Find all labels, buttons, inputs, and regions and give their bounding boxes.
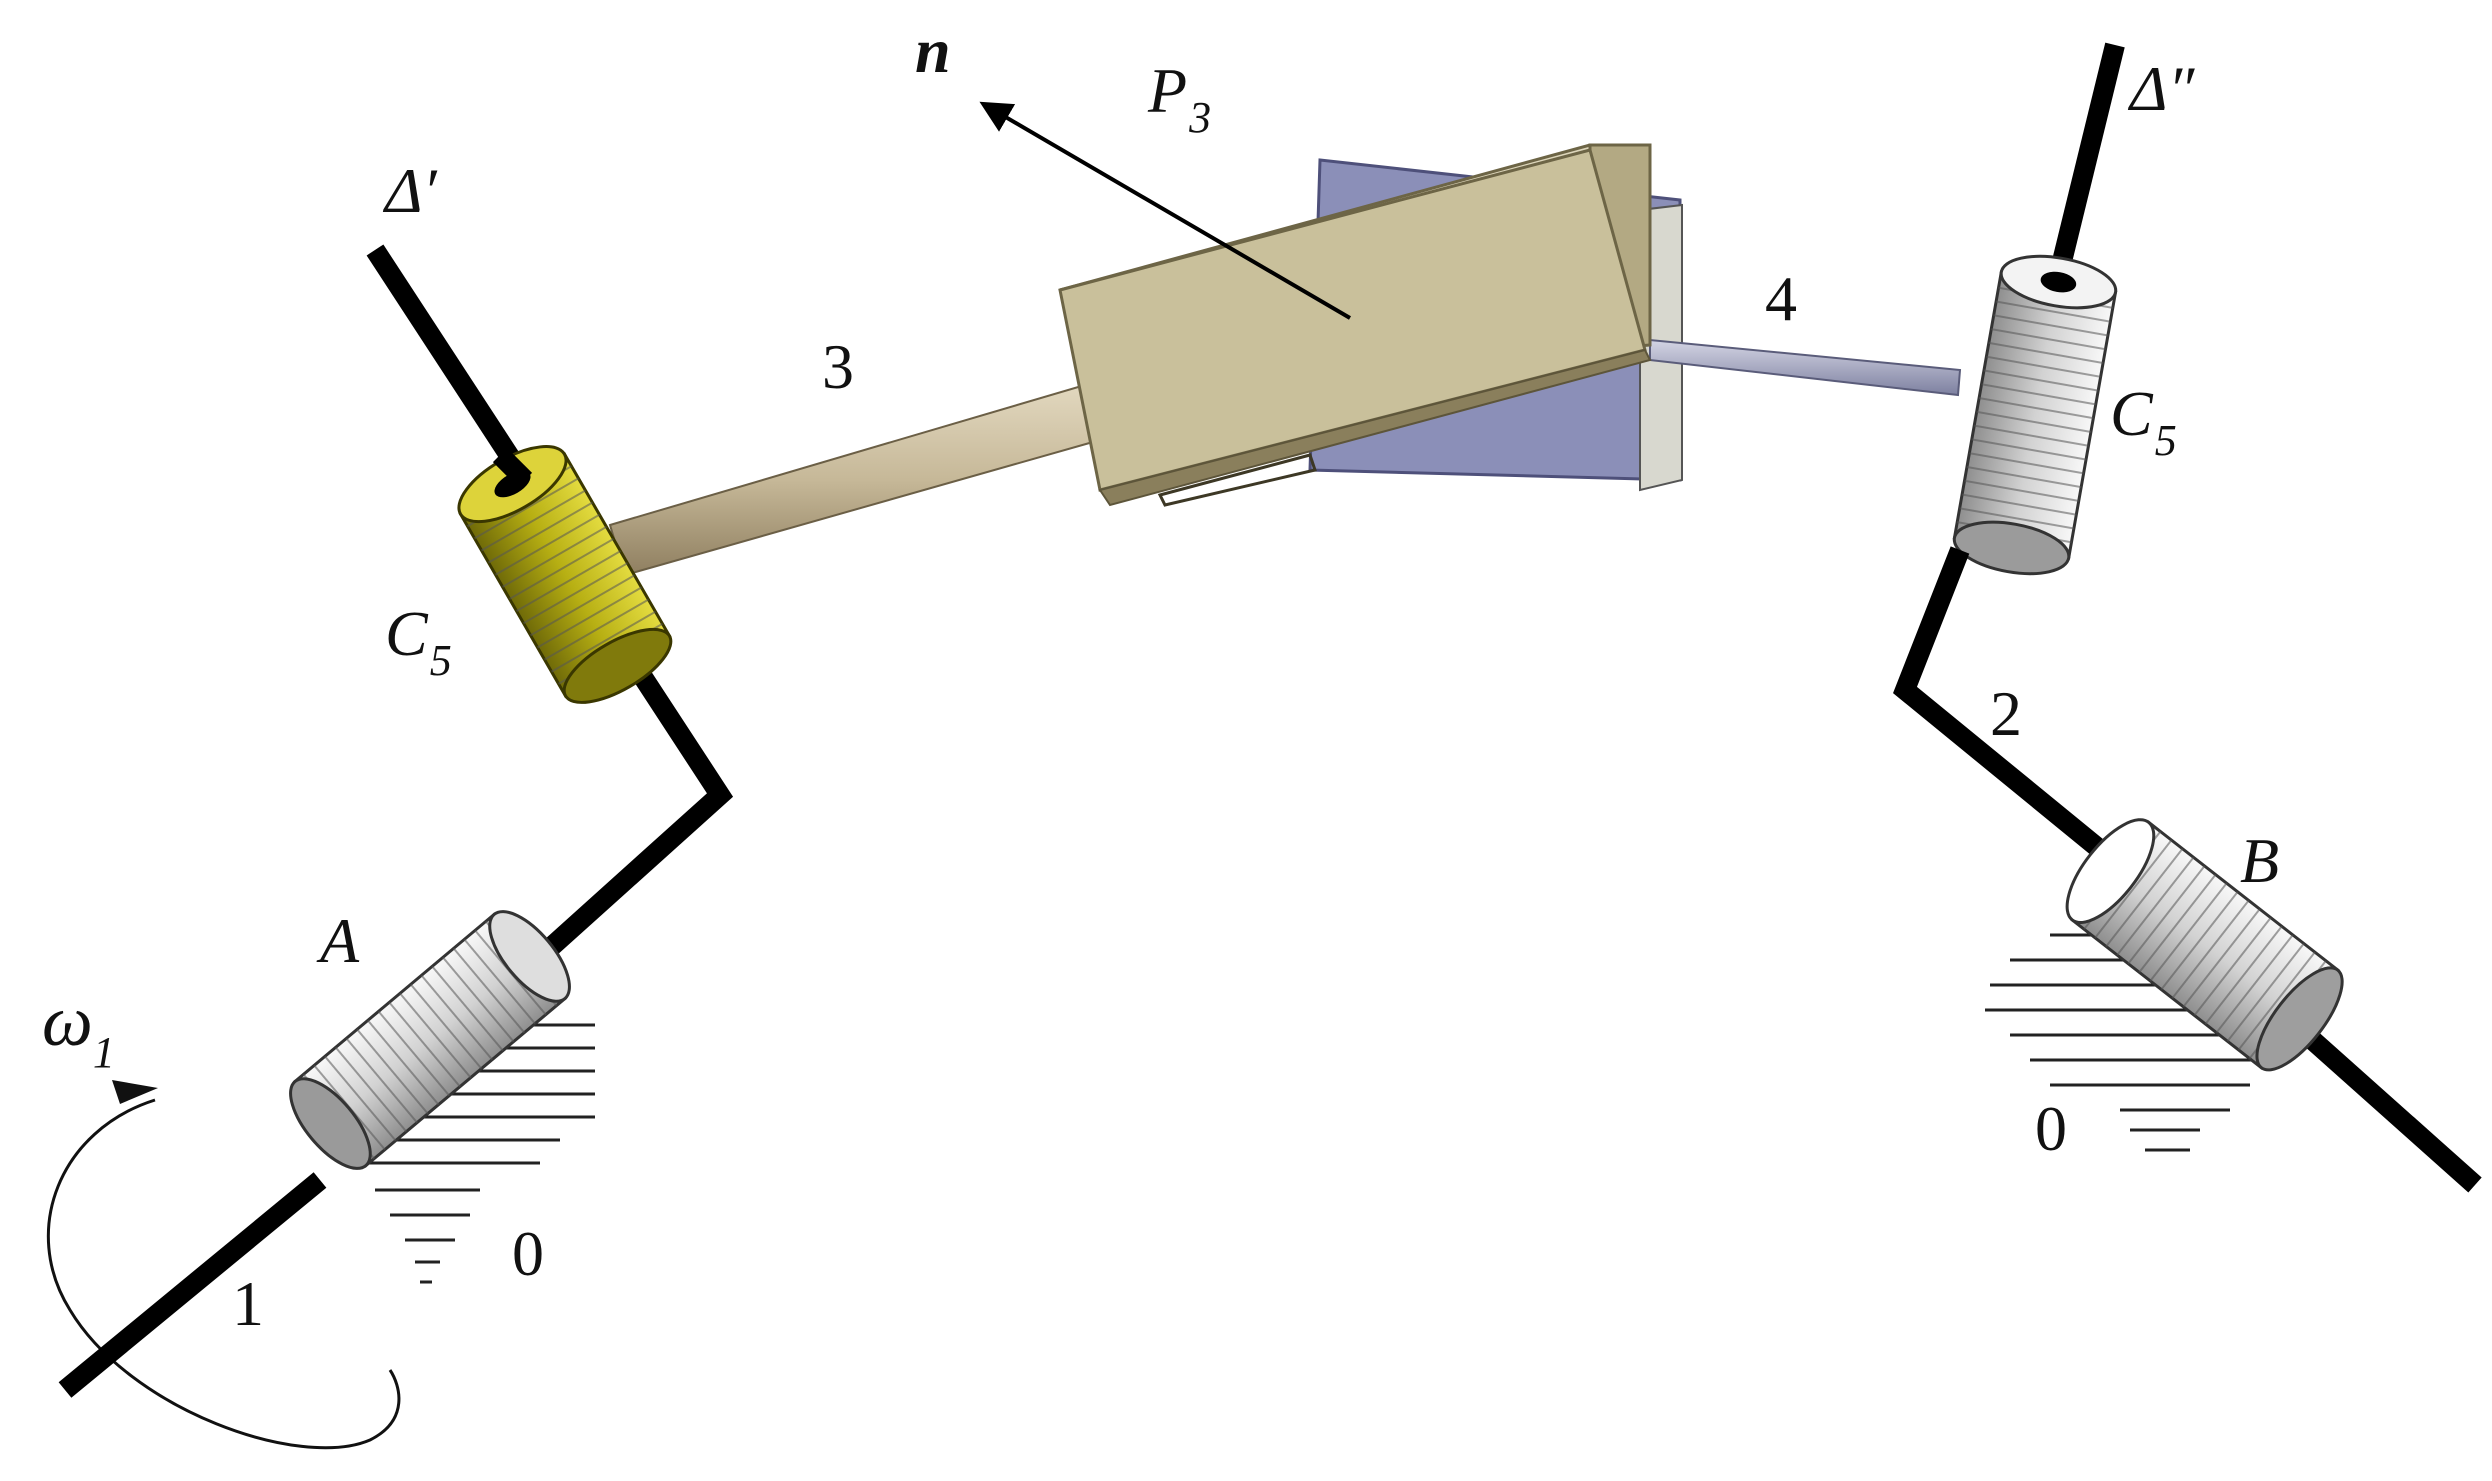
rod-4 — [1649, 338, 1962, 397]
label-link-4: 4 — [1765, 263, 1797, 334]
label-n: n — [915, 15, 951, 86]
label-a: A — [316, 905, 360, 976]
normal-vector-n — [979, 101, 1352, 320]
label-omega-1: ω1 — [42, 981, 115, 1077]
cylinder-b — [2065, 818, 2344, 1072]
label-b: B — [2240, 825, 2279, 896]
delta-double-prime-axis — [2045, 42, 2125, 293]
label-link-3: 3 — [822, 331, 854, 402]
rotation-arrowhead — [112, 1080, 158, 1104]
cylinder-c5-right — [1952, 254, 2118, 576]
label-delta-prime: Δ′ — [382, 155, 438, 226]
label-ground-left: 0 — [512, 1218, 544, 1289]
block-p3 — [1058, 143, 1652, 507]
label-ground-right: 0 — [2035, 1093, 2067, 1164]
label-link-1: 1 — [232, 1268, 264, 1339]
c5-left-shaft-top — [492, 447, 533, 488]
label-c5-left: C5 — [385, 598, 452, 685]
label-link-2: 2 — [1990, 678, 2022, 749]
cylinder-c5-left — [457, 445, 673, 704]
label-delta-double-prime: Δ″ — [2127, 53, 2196, 124]
cylinder-a — [289, 910, 571, 1170]
rotation-arrow — [46, 1098, 401, 1450]
rod-3 — [608, 383, 1102, 577]
label-c5-right: C5 — [2110, 378, 2177, 465]
label-p3: P3 — [1147, 55, 1211, 142]
link-2 — [1893, 546, 2482, 1193]
